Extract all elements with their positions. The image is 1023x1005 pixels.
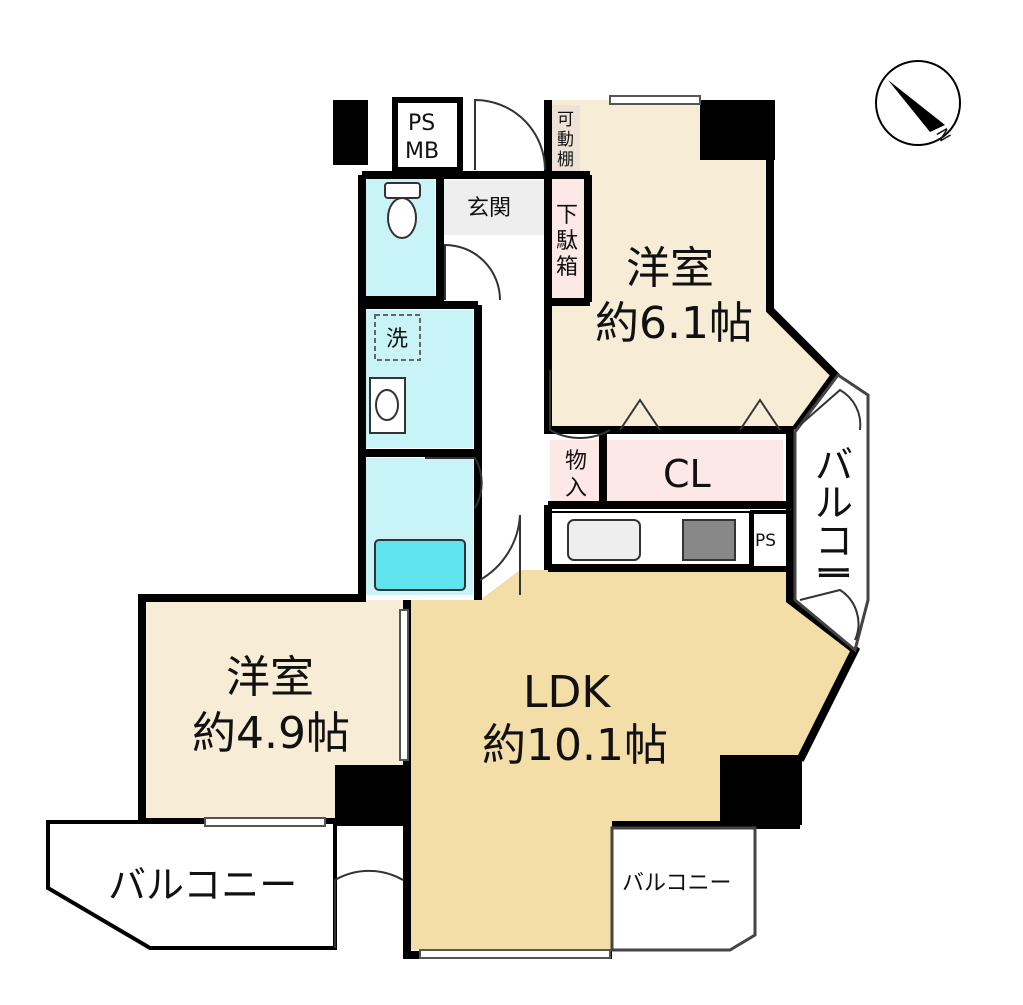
washbasin-bowl — [375, 389, 399, 421]
shoe-box-label-2: 駄 — [556, 229, 578, 254]
western-room-1-name: 洋室 — [626, 243, 714, 294]
ps-mb-label-1: PS — [408, 111, 435, 136]
column — [720, 755, 802, 825]
laundry-label: 洗 — [386, 327, 408, 352]
toilet-tank — [384, 182, 421, 199]
western-room-1-floor — [548, 100, 835, 430]
balcony-right-label-3: コ — [815, 519, 853, 563]
balcony-bottom-left-label: バルコニー — [108, 863, 297, 907]
balcony-bottom-right-outline — [610, 826, 757, 952]
movable-shelf-label-2: 動 — [557, 130, 574, 150]
ldk-size: 約10.1帖 — [482, 720, 668, 771]
column — [700, 100, 775, 160]
windows — [204, 95, 701, 959]
storage-label-1: 物 — [565, 449, 587, 474]
western-room-2-size: 約4.9帖 — [192, 708, 350, 759]
ldk-floor — [407, 570, 855, 950]
balcony-right-outline — [793, 372, 870, 653]
ps-mb-box — [392, 97, 463, 173]
compass-needle — [888, 80, 945, 132]
closet-floor — [603, 440, 783, 502]
balcony-right-label-2: ル — [815, 481, 853, 525]
column — [333, 100, 368, 165]
storage-label-2: 入 — [565, 476, 587, 501]
kitchen-sink — [567, 519, 641, 561]
entrance-floor — [440, 180, 550, 235]
shoe-box-floor — [552, 175, 582, 300]
movable-shelf-label-3: 棚 — [557, 150, 574, 170]
toilet-bowl — [387, 197, 417, 239]
bathtub — [374, 539, 466, 591]
shoe-box-label-1: 下 — [556, 203, 578, 228]
laundry-space — [374, 314, 421, 361]
balcony-right-label-4: ニ — [815, 539, 853, 583]
ps-box — [750, 510, 790, 570]
closet-label: CL — [663, 452, 711, 496]
kitchen-stove — [682, 519, 736, 561]
ldk-name: LDK — [523, 667, 611, 718]
balcony-bottom-right-label: バルコニー — [622, 871, 732, 896]
column — [335, 765, 405, 825]
compass: N — [875, 60, 961, 146]
storage-floor — [550, 440, 602, 502]
ps-mb-label-2: MB — [405, 139, 439, 164]
balcony-right-label-5: ー — [815, 555, 853, 599]
western-room-2-name: 洋室 — [226, 652, 314, 703]
western-room-1-size: 約6.1帖 — [595, 298, 753, 349]
ps-label: PS — [755, 531, 776, 551]
entrance-label: 玄関 — [467, 196, 511, 221]
balcony-right-label-1: バ — [815, 443, 853, 487]
door-swings — [334, 98, 862, 948]
shoe-box-label-3: 箱 — [556, 255, 578, 280]
movable-shelf-label-1: 可 — [557, 110, 574, 130]
movable-shelf-floor — [552, 105, 580, 173]
